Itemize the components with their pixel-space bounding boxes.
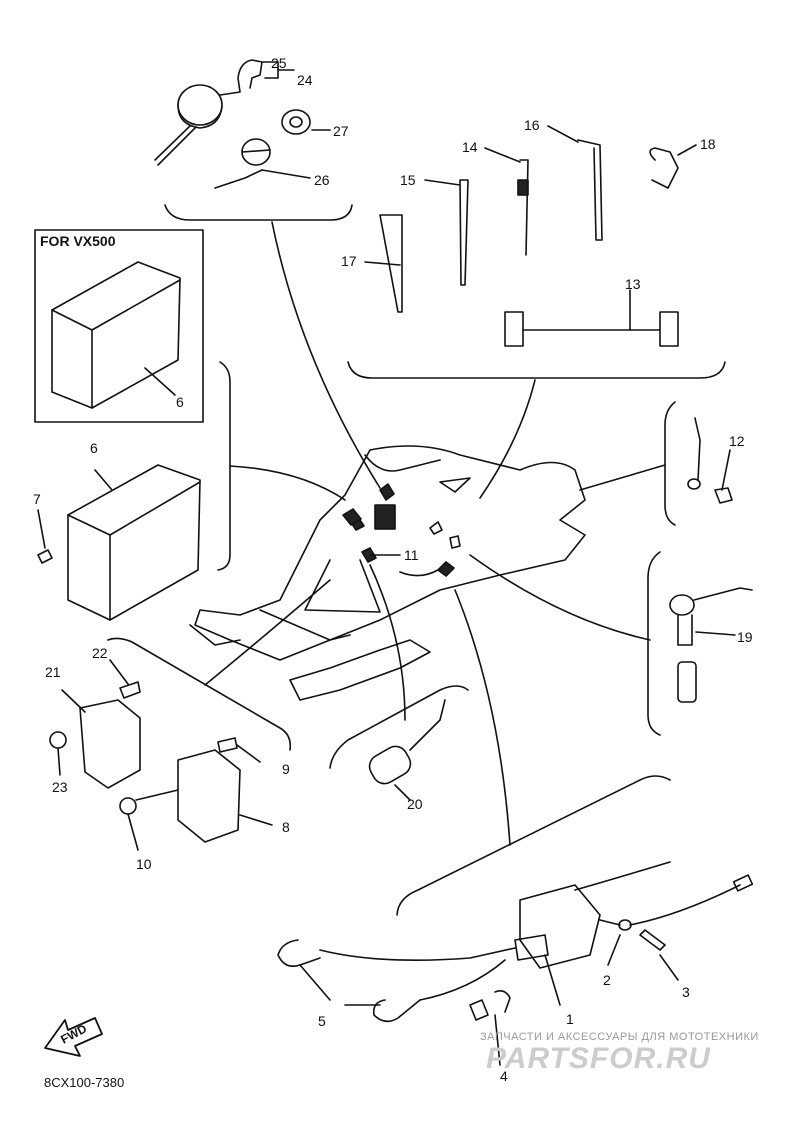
vx500-box	[34, 229, 204, 423]
callout-21: 21	[45, 664, 61, 680]
callout-12: 12	[729, 433, 745, 449]
callout-14: 14	[462, 139, 478, 155]
callout-13: 13	[625, 276, 641, 292]
callout-18: 18	[700, 136, 716, 152]
bracket-20	[329, 685, 469, 769]
callout-10: 10	[136, 856, 152, 872]
diagram-part-code: 8CX100-7380	[44, 1075, 125, 1090]
callout-2: 2	[603, 972, 611, 988]
watermark-brand: PARTSFOR.RU	[486, 1042, 711, 1075]
callout-6-vx500: 6	[176, 394, 184, 410]
callout-3: 3	[682, 984, 690, 1000]
bracket-top-right	[347, 361, 726, 379]
callout-15: 15	[400, 172, 416, 188]
callout-9: 9	[282, 761, 290, 777]
callout-16: 16	[524, 117, 540, 133]
bracket-right-19	[647, 551, 661, 736]
callout-22: 22	[92, 645, 108, 661]
callout-11: 11	[404, 547, 419, 563]
vx500-box-title: FOR VX500	[40, 233, 116, 249]
callout-20: 20	[407, 796, 423, 812]
callout-25: 25	[271, 55, 287, 71]
callout-23: 23	[52, 779, 68, 795]
callout-6-main: 6	[90, 440, 98, 456]
callout-5: 5	[318, 1013, 326, 1029]
bracket-top-left	[164, 204, 353, 221]
callout-24: 24	[297, 72, 313, 88]
callout-8: 8	[282, 819, 290, 835]
callout-1: 1	[566, 1011, 574, 1027]
callout-17: 17	[341, 253, 357, 269]
fwd-arrow	[44, 1017, 103, 1057]
body-outline	[194, 445, 586, 661]
bracket-left-6	[217, 361, 231, 571]
callout-7: 7	[33, 491, 41, 507]
callout-19: 19	[737, 629, 753, 645]
bracket-right-12	[664, 401, 676, 526]
bracket-bottom	[396, 775, 671, 916]
watermark-tagline: ЗАПЧАСТИ И АКСЕССУАРЫ ДЛЯ МОТОТЕХНИКИ	[480, 1031, 759, 1043]
callout-26: 26	[314, 172, 330, 188]
callout-27: 27	[333, 123, 349, 139]
callout-4: 4	[500, 1068, 508, 1084]
